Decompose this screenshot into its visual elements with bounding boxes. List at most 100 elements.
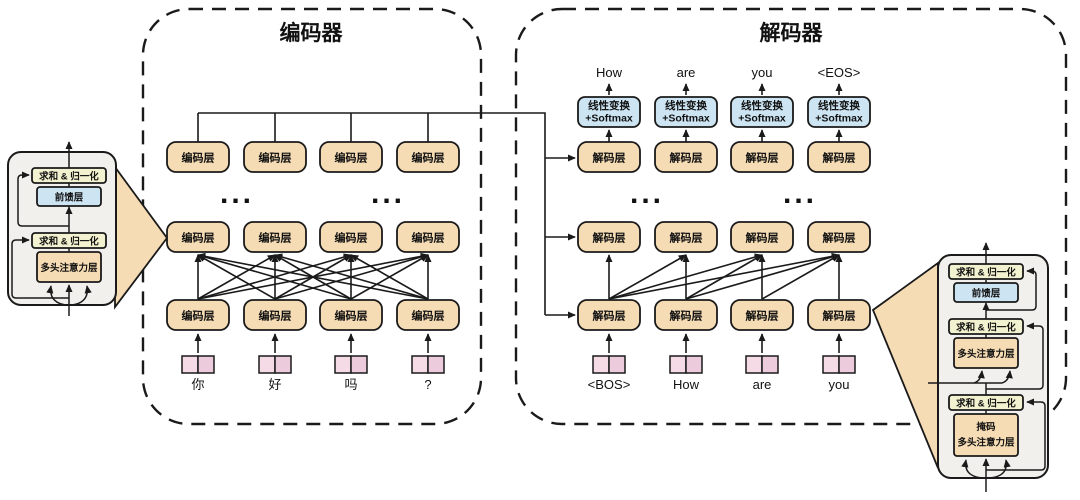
self-attention-arrow [68, 285, 92, 306]
softmax-label-line1: 线性变换 [741, 99, 783, 112]
decoder-inputs: <BOS> How are you [588, 333, 856, 392]
decoder-layer-box: 解码层 [730, 221, 794, 253]
encoder-layer-detail-panel: 求和 & 归一化 前馈层 求和 & 归一化 多头注意力层 [7, 141, 117, 316]
token-label: How [673, 377, 700, 392]
decoder-layers: 解码层 解码层 解码层 解码层 解码层 解码层 解码层 解码层 解码层 解码层 … [577, 141, 871, 331]
encoder-layer-box: 编码层 [166, 221, 230, 253]
encoder-layer-box: 编码层 [396, 221, 460, 253]
decoder-layer-box: 解码层 [730, 299, 794, 331]
decoder-layer-box: 解码层 [654, 299, 718, 331]
residual-arrow [11, 236, 69, 299]
encoder-container [141, 7, 483, 426]
decoder-layer-box: 解码层 [654, 221, 718, 253]
encoder-layer-box: 编码层 [319, 221, 383, 253]
token-label: are [753, 377, 772, 392]
decoder-layer-box: 解码层 [577, 299, 641, 331]
softmax-label-line1: 线性变换 [665, 99, 707, 112]
decoder-layer-box: 解码层 [577, 141, 641, 173]
decoder-layer-box: 解码层 [577, 221, 641, 253]
decoder-layer-label: 解码层 [823, 231, 856, 245]
softmax-label-line2: +Softmax [815, 113, 863, 125]
token-label: 好 [268, 377, 281, 392]
masked-self-attention-arrow [961, 459, 987, 479]
add-norm-box: 求和 & 归一化 [948, 263, 1024, 280]
encoder-layer-label: 编码层 [335, 151, 368, 165]
feed-forward-box: 前馈层 [36, 186, 102, 207]
cross-attention-arrow [973, 370, 985, 384]
multi-head-attention-label: 多头注意力层 [40, 262, 98, 274]
decoder-layer-label: 解码层 [746, 231, 779, 245]
decoder-layer-label: 解码层 [746, 309, 779, 323]
token-label: 吗 [344, 377, 357, 392]
token-label: <BOS> [588, 377, 631, 392]
encoder-layer-box: 编码层 [243, 221, 307, 253]
decoder-layer-label: 解码层 [593, 151, 626, 165]
embedding-box [592, 355, 626, 374]
add-norm-box: 求和 & 归一化 [948, 394, 1024, 411]
encoder-detail-wedge [114, 164, 169, 310]
masked-self-attention-arrow [985, 459, 1011, 479]
decoder-layer-label: 解码层 [823, 151, 856, 165]
encoder-title: 编码器 [280, 21, 344, 45]
embedding-box [181, 355, 215, 374]
decoder-layer-detail-panel: 求和 & 归一化 前馈层 求和 & 归一化 多头注意力层 求和 & 归一化 掩码… [928, 242, 1049, 492]
encoder-inputs: 你 好 吗 ? [181, 333, 445, 392]
embedding-box [334, 355, 368, 374]
embedding-box [822, 355, 856, 374]
embedding-box [258, 355, 292, 374]
softmax-label-line2: +Softmax [662, 113, 710, 125]
add-norm-label: 求和 & 归一化 [39, 236, 99, 248]
add-norm-box: 求和 & 归一化 [31, 232, 107, 249]
softmax-box: 线性变换 +Softmax [730, 96, 794, 128]
softmax-box: 线性变换 +Softmax [654, 96, 718, 128]
encoder-layer-label: 编码层 [182, 231, 215, 245]
encoder-layer-label: 编码层 [259, 309, 292, 323]
encoder-layer-label: 编码层 [259, 151, 292, 165]
decoder-title: 解码器 [760, 21, 824, 45]
encoder-layer-box: 编码层 [319, 299, 383, 331]
ellipsis: ... [630, 177, 664, 210]
masked-multi-head-attention-box: 掩码 多头注意力层 [953, 413, 1019, 457]
decoder-layer-label: 解码层 [670, 151, 703, 165]
encoder-layer-box: 编码层 [396, 299, 460, 331]
embedding-box [411, 355, 445, 374]
token-label: ? [424, 377, 431, 392]
encoder-layer-label: 编码层 [335, 309, 368, 323]
decoder-layer-label: 解码层 [593, 231, 626, 245]
encoder-layer-label: 编码层 [259, 231, 292, 245]
output-label: How [596, 65, 623, 80]
decoder-layer-box: 解码层 [807, 141, 871, 173]
encoder-layer-label: 编码层 [412, 231, 445, 245]
add-norm-label: 求和 & 归一化 [39, 171, 99, 183]
softmax-label-line2: +Softmax [738, 113, 786, 125]
encoder-layer-label: 编码层 [335, 231, 368, 245]
cross-attention-arrow [1001, 370, 1013, 384]
encoder-layer-label: 编码层 [182, 309, 215, 323]
decoder-output-heads: 线性变换 +Softmax 线性变换 +Softmax 线性变换 +Softma… [577, 65, 871, 142]
decoder-container [514, 7, 1068, 426]
encoder-layer-label: 编码层 [182, 151, 215, 165]
decoder-layer-label: 解码层 [670, 309, 703, 323]
decoder-layer-label: 解码层 [746, 151, 779, 165]
softmax-box: 线性变换 +Softmax [807, 96, 871, 128]
feed-forward-label: 前馈层 [55, 192, 84, 204]
decoder-layer-box: 解码层 [807, 221, 871, 253]
add-norm-box: 求和 & 归一化 [31, 167, 107, 184]
token-label: 你 [191, 377, 204, 392]
encoder-attention-arrows [194, 252, 432, 300]
output-label: <EOS> [818, 65, 861, 80]
multi-head-attention-box: 多头注意力层 [36, 251, 102, 283]
add-norm-box: 求和 & 归一化 [948, 318, 1024, 335]
decoder-layer-label: 解码层 [593, 309, 626, 323]
masked-attention-label-line1: 掩码 [976, 421, 996, 433]
softmax-box: 线性变换 +Softmax [577, 96, 641, 128]
feed-forward-label: 前馈层 [972, 288, 1001, 300]
decoder-detail-wedge [871, 261, 939, 469]
encoder-layer-label: 编码层 [412, 151, 445, 165]
add-norm-label: 求和 & 归一化 [956, 322, 1016, 334]
add-norm-label: 求和 & 归一化 [956, 267, 1016, 279]
softmax-label-line1: 线性变换 [588, 99, 630, 112]
add-norm-label: 求和 & 归一化 [956, 398, 1016, 410]
